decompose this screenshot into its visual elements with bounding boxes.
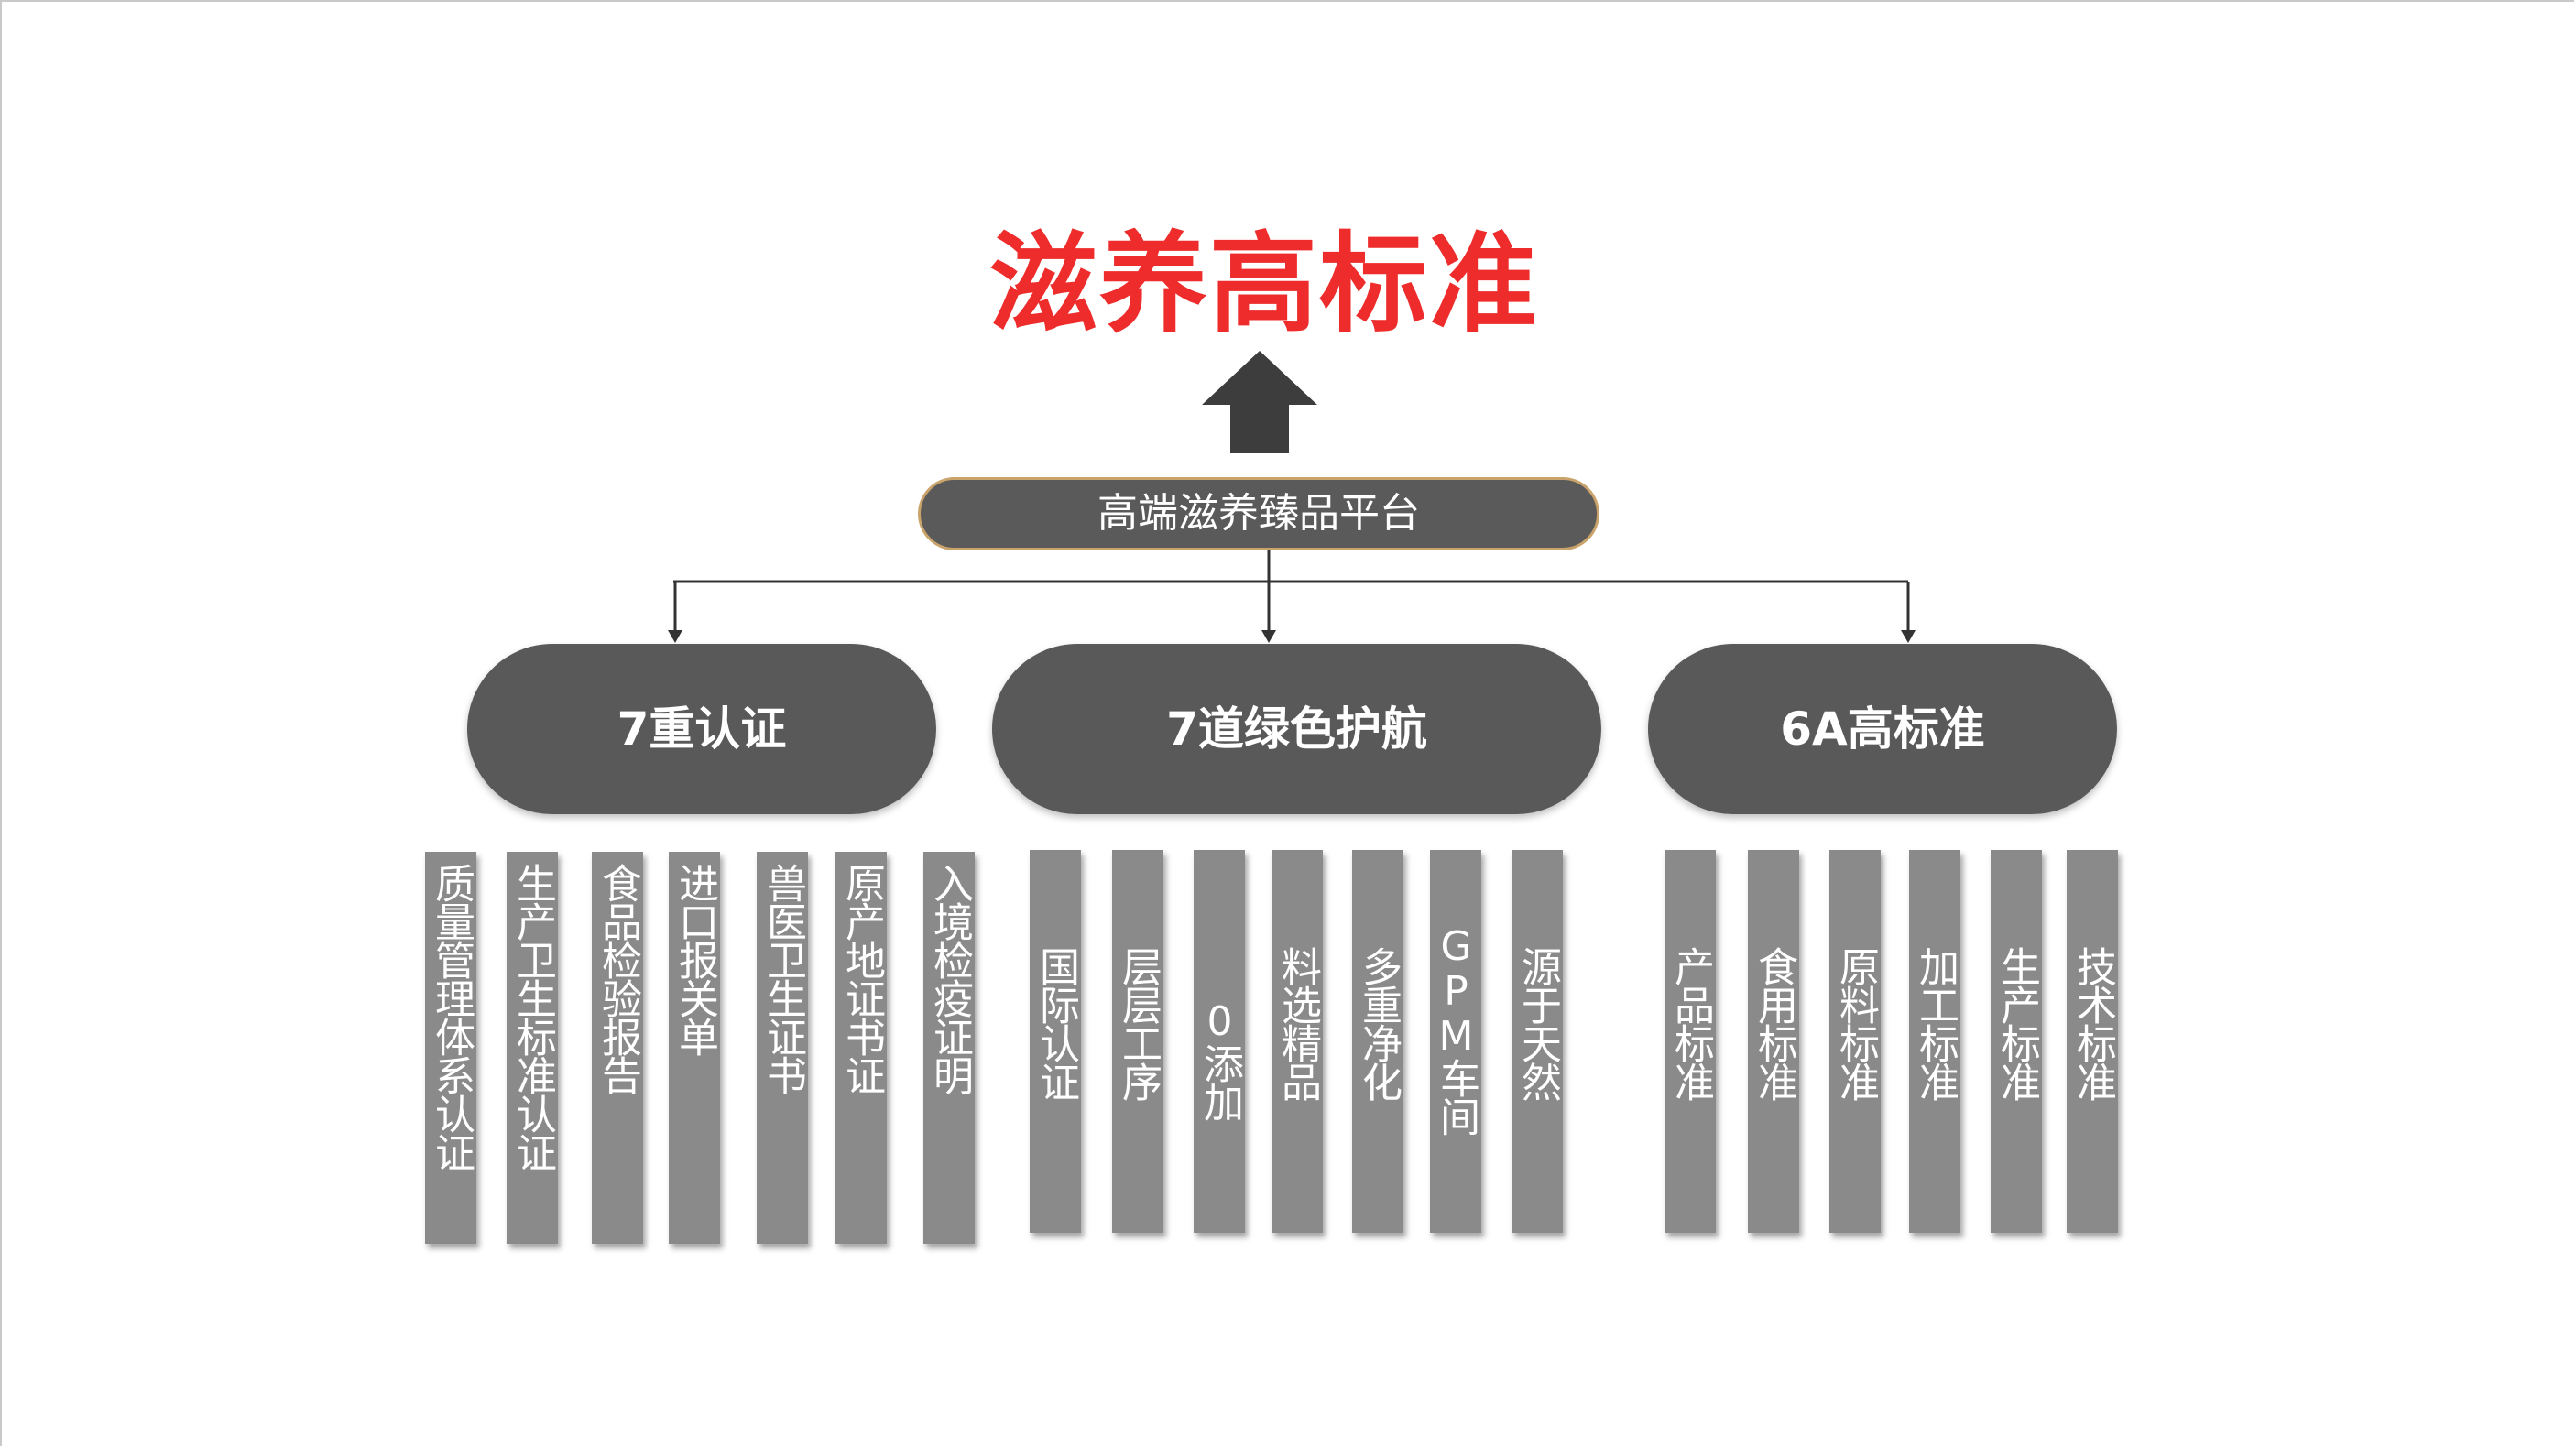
bar-item: 生产卫生标准认证 [507,852,558,1244]
bar-item: 源于天然 [1512,850,1563,1233]
bar-item: 原产地证书证 [835,852,887,1244]
bar-item: 食品检验报告 [592,852,643,1244]
bar-item: 兽医卫生证书 [757,852,808,1244]
arrowhead-left-icon [668,630,682,643]
up-arrow-icon [1202,351,1317,453]
bar-item: 食用标准 [1748,850,1799,1233]
category-box-green-escort: 7道绿色护航 [992,644,1601,814]
bar-item: GPM车间 [1430,850,1481,1233]
bar-item: 国际认证 [1030,850,1081,1233]
category-box-6a-standard: 6A高标准 [1648,644,2117,814]
bar-item: 产品标准 [1665,850,1716,1233]
category-box-certification: 7重认证 [467,644,936,814]
platform-box: 高端滋养臻品平台 [918,477,1599,550]
arrowhead-right-icon [1901,630,1916,643]
bar-item: 多重净化 [1352,850,1403,1233]
bar-item: 原料标准 [1829,850,1881,1233]
bar-item: 0添加 [1194,850,1245,1233]
bar-item: 入境检疫证明 [923,852,975,1244]
bar-item: 进口报关单 [669,852,720,1244]
bar-item: 质量管理体系认证 [425,852,476,1244]
bar-item: 生产标准 [1991,850,2042,1233]
bar-item: 料选精品 [1272,850,1323,1233]
bar-item: 层层工序 [1112,850,1163,1233]
arrowhead-middle-icon [1261,630,1276,643]
bar-item: 加工标准 [1909,850,1960,1233]
bar-item: 技术标准 [2067,850,2118,1233]
page-title: 滋养高标准 [989,221,1540,347]
